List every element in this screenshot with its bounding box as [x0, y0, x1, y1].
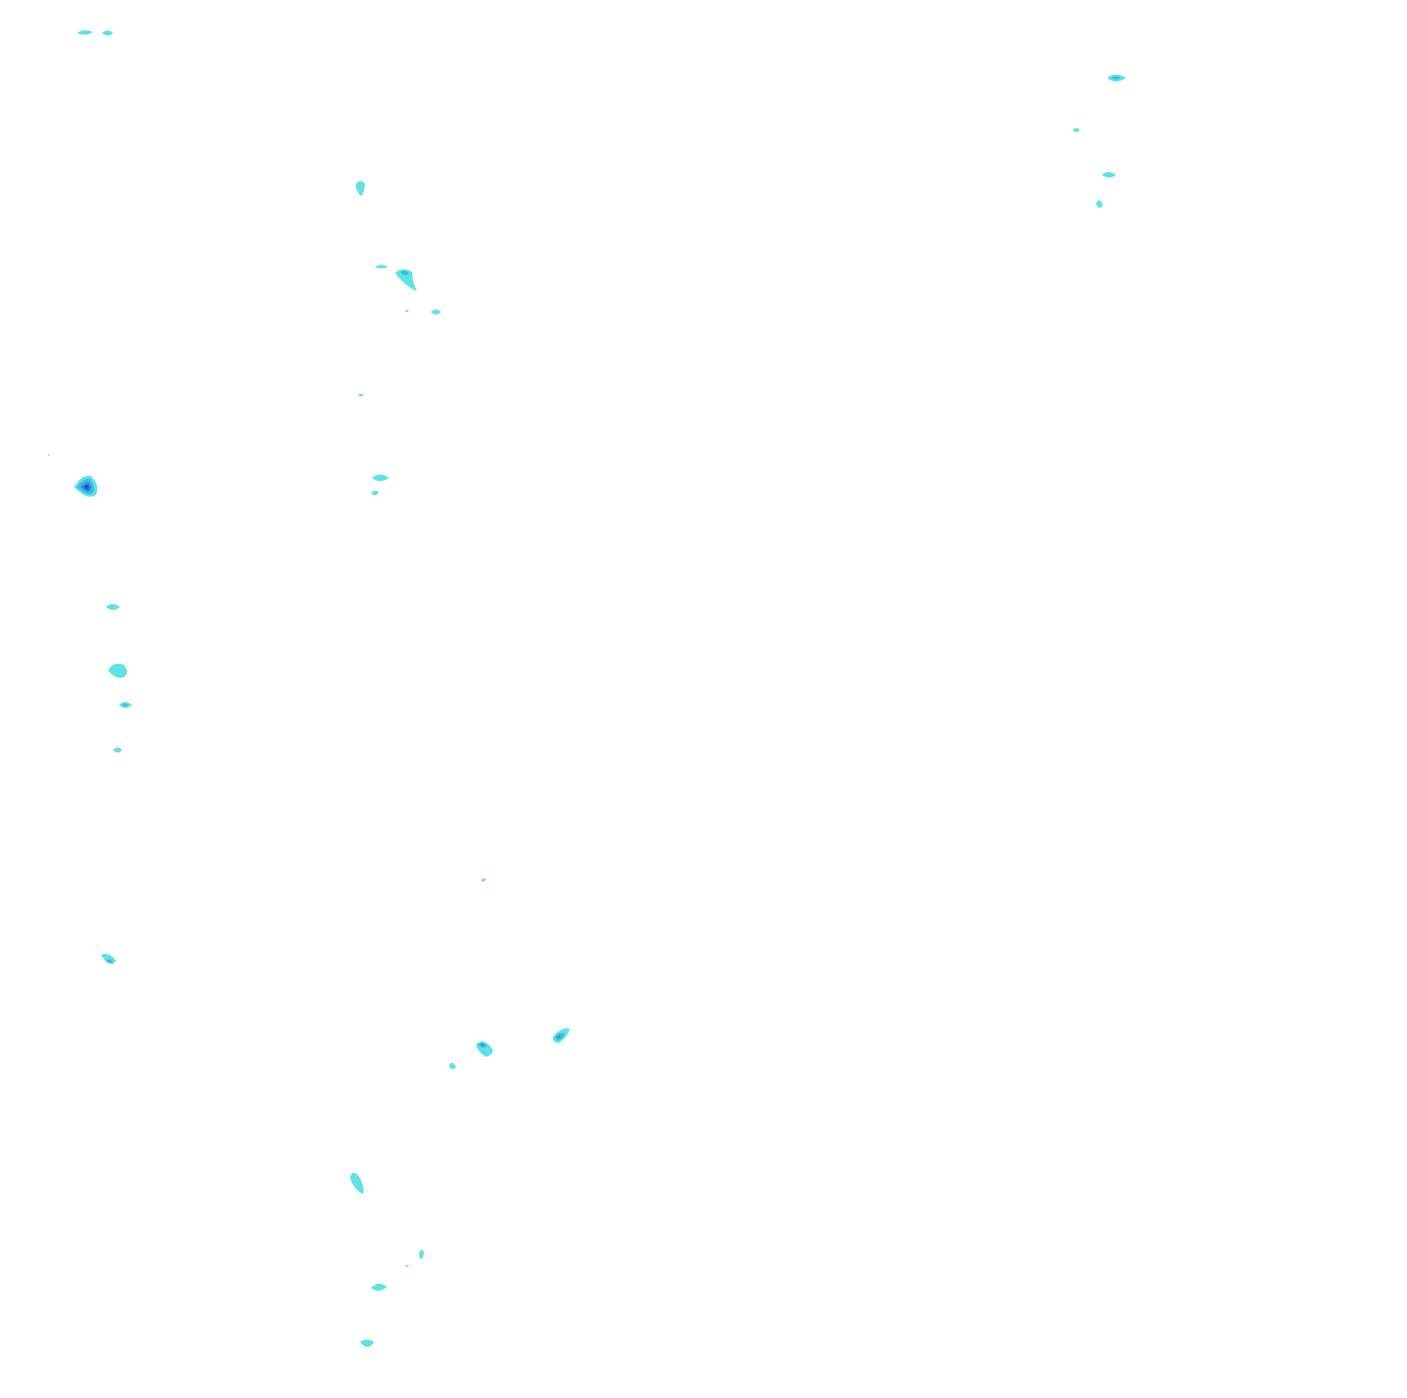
contour-blob	[431, 309, 441, 315]
contour-blob	[405, 310, 409, 312]
contour-blob	[1111, 76, 1121, 80]
contour-blob	[375, 265, 388, 269]
contour-blob	[84, 484, 89, 490]
contour-blob	[106, 959, 113, 964]
contour-blob	[400, 270, 409, 276]
contour-blob	[113, 747, 122, 753]
contour-blob	[481, 878, 486, 882]
contour-blob	[106, 604, 120, 610]
contour-blob	[1096, 200, 1103, 208]
contour-blob	[358, 393, 364, 397]
contour-blob	[122, 703, 128, 707]
contour-blob	[371, 1283, 387, 1291]
contour-blob	[419, 1249, 424, 1260]
contour-blob	[102, 30, 113, 36]
contour-blob	[449, 1062, 456, 1070]
contour-blob	[77, 30, 93, 35]
contour-blob	[481, 1044, 484, 1046]
contour-blob	[355, 181, 365, 196]
contour-blob	[360, 1339, 374, 1347]
contour-blob	[557, 1036, 561, 1038]
contour-blob	[372, 474, 389, 481]
contour-blob	[395, 269, 417, 291]
contour-blob	[371, 490, 379, 496]
contour-blob	[1073, 128, 1080, 132]
contour-blob	[48, 454, 50, 456]
contour-regions	[48, 30, 1126, 1347]
contour-blob	[108, 663, 128, 678]
contour-blob	[405, 1265, 409, 1267]
contour-blob	[350, 1172, 364, 1194]
contour-blob	[1102, 172, 1116, 178]
